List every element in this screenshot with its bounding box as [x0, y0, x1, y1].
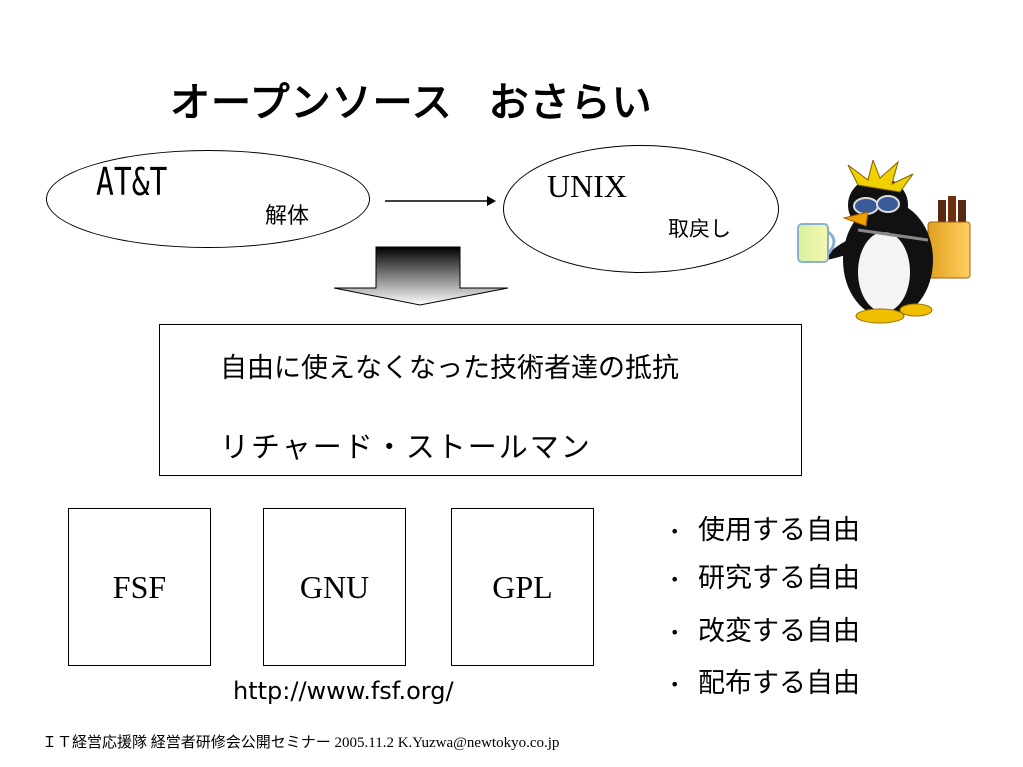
- fsf-box: FSF: [68, 508, 211, 666]
- slide-title-part1: オープンソース: [170, 80, 453, 126]
- gpl-box: GPL: [451, 508, 594, 666]
- unix-sub-label: 取戻し: [668, 217, 731, 241]
- att-label: AT&T: [96, 160, 168, 204]
- right-arrow: [385, 196, 496, 206]
- bullet: •: [670, 623, 680, 642]
- bullet: •: [670, 570, 680, 589]
- stallman-text: リチャード・ストールマン: [220, 430, 592, 464]
- penguin-mascot-icon: [797, 160, 971, 324]
- att-sub-label: 解体: [265, 204, 310, 229]
- resistance-box: [159, 324, 802, 476]
- gnu-box: GNU: [263, 508, 406, 666]
- slide-footer: ＩＴ経営応援隊 経営者研修会公開セミナー 2005.11.2 K.Yuzwa@n…: [42, 735, 560, 751]
- fsf-url[interactable]: http://www.fsf.org/: [233, 677, 454, 705]
- bullet: •: [670, 675, 680, 694]
- unix-oval: [503, 145, 779, 273]
- resistance-text: 自由に使えなくなった技術者達の抵抗: [220, 353, 679, 384]
- bullet: •: [670, 522, 680, 541]
- freedom-item-use: •使用する自由: [670, 515, 860, 546]
- slide-title-part2: おさらい: [488, 80, 653, 126]
- down-arrow-icon: [333, 246, 509, 306]
- att-oval: [46, 150, 370, 248]
- freedom-item-modify: •改変する自由: [670, 616, 860, 647]
- slide-title: オープンソースおさらい: [170, 70, 653, 128]
- freedom-item-distribute: •配布する自由: [670, 668, 860, 699]
- unix-label: UNIX: [547, 168, 627, 204]
- freedom-item-study: •研究する自由: [670, 563, 860, 594]
